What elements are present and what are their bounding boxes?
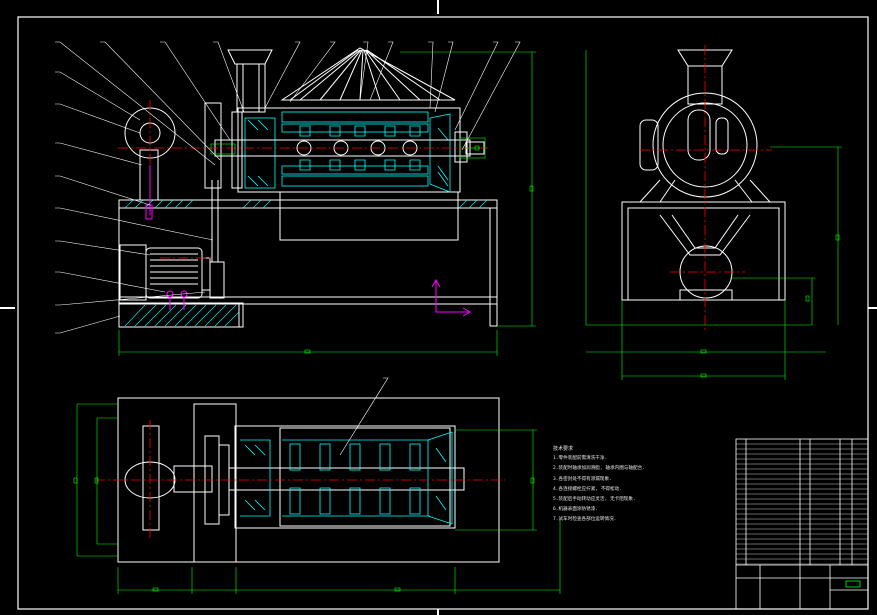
side-view <box>585 45 842 380</box>
main-shaft <box>214 131 485 163</box>
note-line-7: 7.试车时检查各部位运转情况. <box>553 517 617 523</box>
base-frame <box>118 199 498 328</box>
title-block-rows <box>736 443 868 565</box>
cover-roof <box>280 47 456 101</box>
hopper <box>227 49 273 113</box>
barrel-internals <box>244 111 451 193</box>
side-center-lines <box>640 45 772 332</box>
top-center-line <box>95 420 505 540</box>
front-center-lines <box>118 100 490 259</box>
note-line-4: 4.各连接螺栓应拧紧, 不得松动. <box>553 486 622 492</box>
top-blower <box>124 425 230 531</box>
notes-title: 技术要求 <box>553 446 574 452</box>
note-line-6: 6.机器表面涂防锈漆. <box>553 507 599 513</box>
base-hatch <box>124 199 488 327</box>
technical-notes: 技术要求 1.零件装配前需清洗干净. 2.装配时轴承加润滑脂, 轴承内圈与轴配合… <box>553 444 725 526</box>
front-view <box>55 41 536 356</box>
front-dimensions <box>118 51 536 356</box>
note-line-2: 2.装配时轴承加润滑脂, 轴承内圈与轴配合. <box>553 466 645 472</box>
top-barrel <box>228 425 465 529</box>
note-line-3: 3.各密封处不得有渗漏现象. <box>553 476 612 482</box>
ucs-axis <box>431 278 472 317</box>
side-dimensions <box>585 50 842 380</box>
top-barrel-internals <box>240 431 453 525</box>
note-line-5: 5.装配后手动转动应灵活, 无卡阻现象. <box>553 497 636 503</box>
part-leaders <box>55 41 521 334</box>
drive-belt <box>204 102 222 262</box>
side-base <box>621 201 786 301</box>
note-line-1: 1.零件装配前需清洗干净. <box>553 456 608 462</box>
top-view <box>73 377 561 594</box>
top-leader <box>339 377 389 456</box>
top-dimensions <box>73 403 561 594</box>
